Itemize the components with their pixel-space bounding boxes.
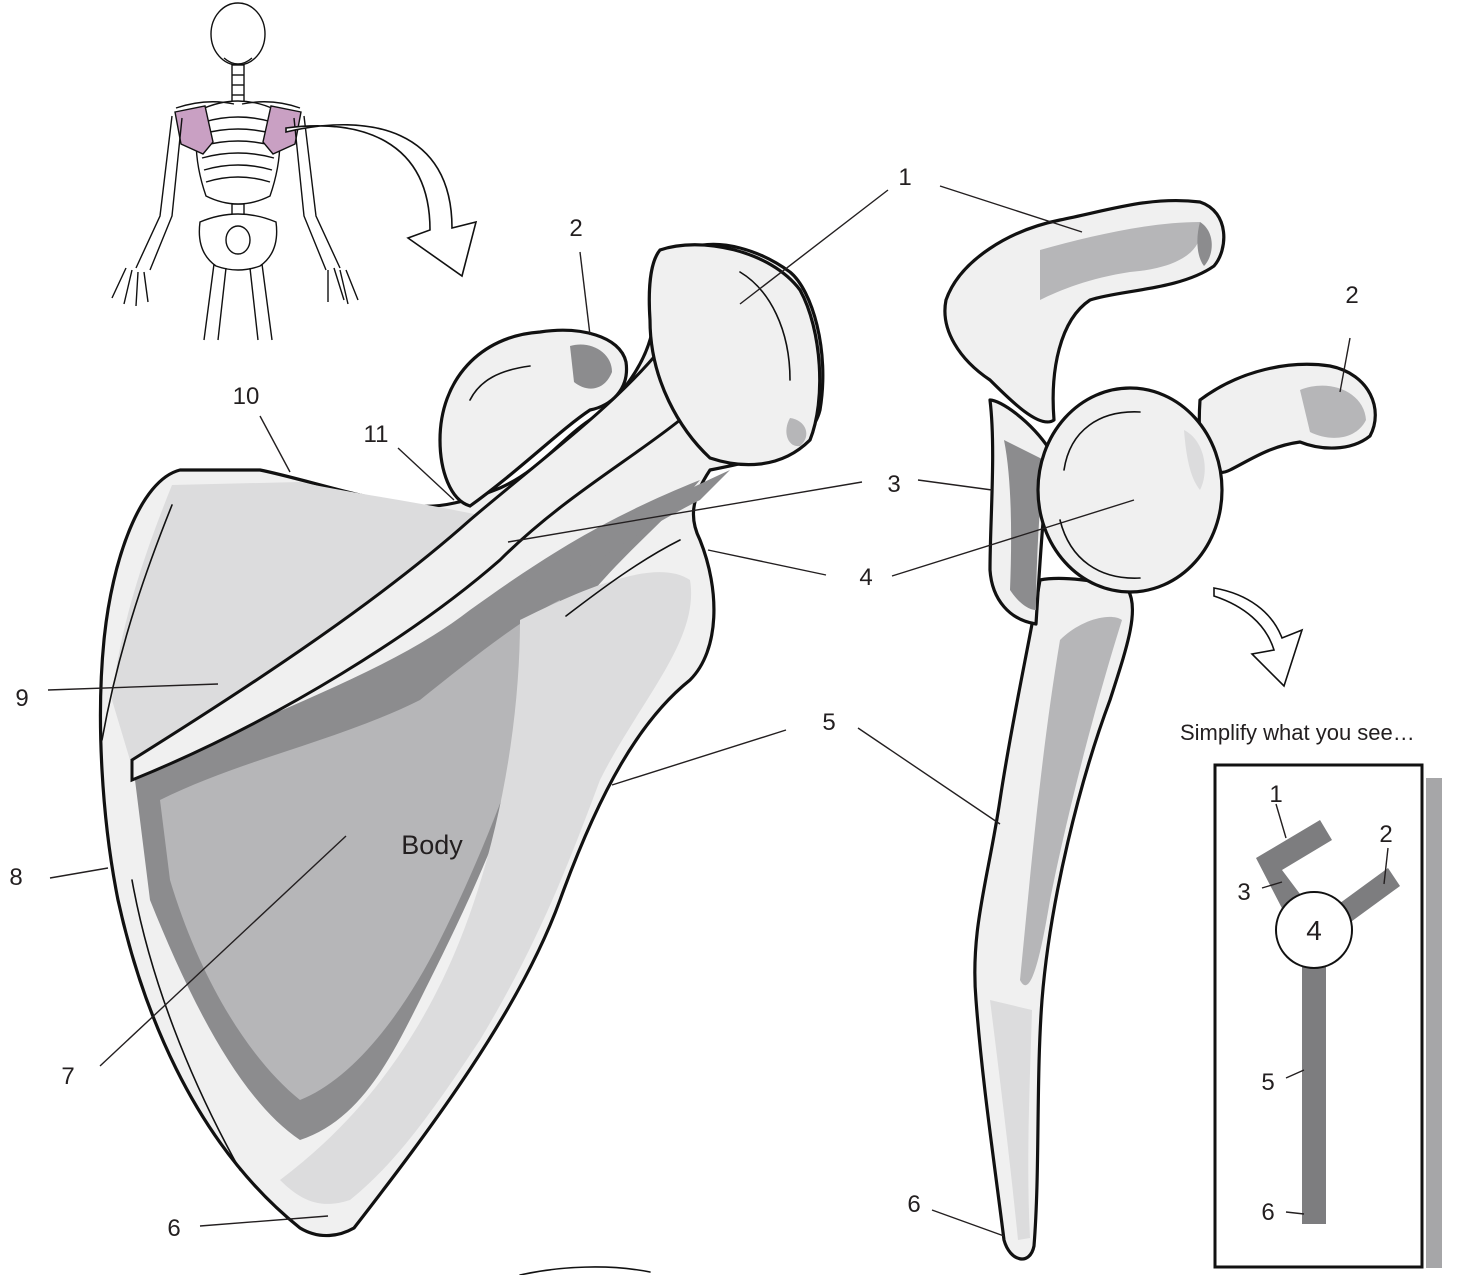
lateral-label-2: 2: [1345, 282, 1358, 309]
label-4: 4: [859, 564, 872, 591]
label-7: 7: [61, 1063, 74, 1090]
inset-caption: Simplify what you see…: [1180, 720, 1415, 745]
posterior-scapula: [100, 244, 822, 1235]
inset-label-6: 6: [1261, 1199, 1274, 1226]
inset-bar-5-6: [1302, 960, 1326, 1224]
label-6: 6: [167, 1215, 180, 1242]
glenoid-cavity: [1038, 388, 1222, 592]
label-5: 5: [822, 709, 835, 736]
lateral-label-6: 6: [907, 1191, 920, 1218]
arrow-down-icon: [1214, 588, 1302, 686]
inset-label-3: 3: [1237, 879, 1250, 906]
skeleton-thumbnail: [112, 3, 358, 340]
skull-icon: [211, 3, 265, 65]
inset-label-5: 5: [1261, 1069, 1274, 1096]
inset-shadow: [1426, 778, 1442, 1268]
inset-label-2: 2: [1379, 821, 1392, 848]
label-1: 1: [898, 164, 911, 191]
label-8: 8: [9, 864, 22, 891]
bottom-contour: [520, 1267, 650, 1275]
label-10: 10: [233, 383, 260, 410]
label-2: 2: [569, 215, 582, 242]
inset-label-4: 4: [1306, 915, 1322, 946]
label-11: 11: [364, 421, 389, 448]
simplified-inset: Simplify what you see… 4 1 2 3 5 6: [1180, 720, 1442, 1268]
label-body: Body: [401, 830, 463, 860]
label-9: 9: [15, 685, 28, 712]
inset-label-1: 1: [1269, 781, 1282, 808]
label-3: 3: [887, 471, 900, 498]
